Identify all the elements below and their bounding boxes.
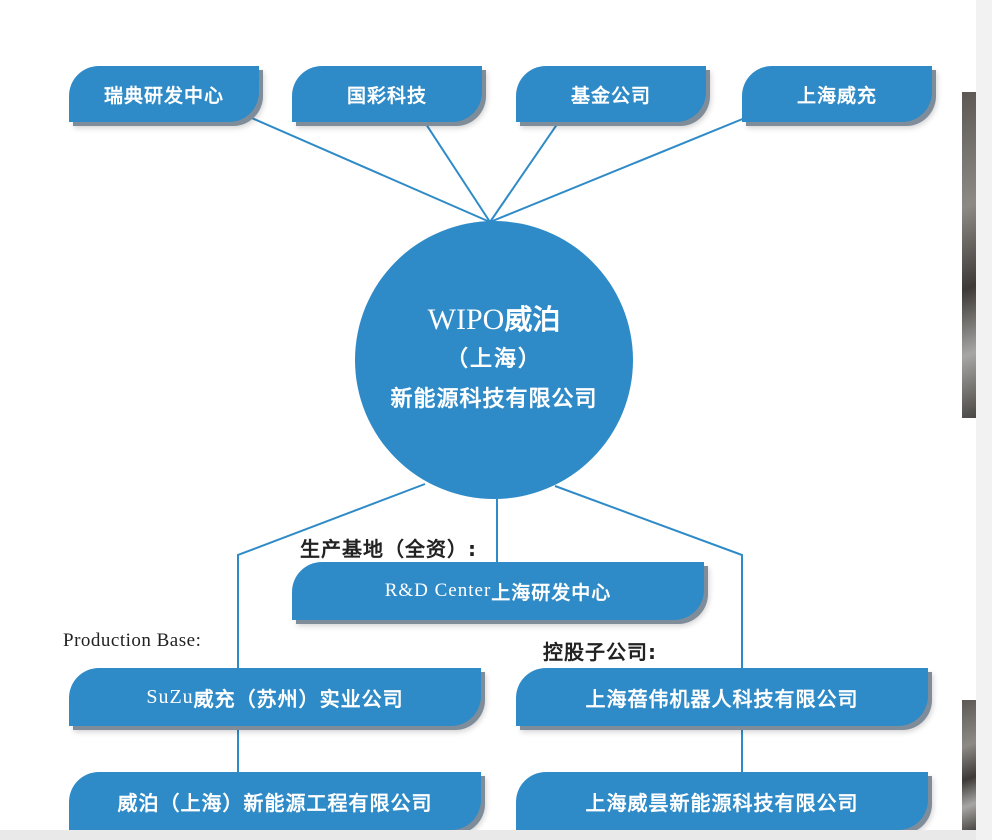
node-rd-center-latin: R&D Center [384,580,492,601]
node-beiwei-robotics: 上海蓓伟机器人科技有限公司 [516,668,928,726]
node-weibo-engineering-label: 威泊（上海）新能源工程有限公司 [117,790,433,815]
connector-center-production [237,483,426,772]
node-shanghai-weichong-label: 上海威充 [796,84,877,107]
production-base-cn-label: 生产基地（全资）: [300,537,477,561]
center-company-name: 新能源科技有限公司 [390,387,598,412]
node-weibo-engineering: 威泊（上海）新能源工程有限公司 [69,772,481,830]
connector-top-2 [421,117,491,223]
node-beiwei-robotics-label: 上海蓓伟机器人科技有限公司 [585,686,859,711]
node-suzhou-industrial-latin: SuZu [146,685,194,708]
right-edge-strip [976,0,992,840]
connector-top-1 [237,111,491,223]
center-title-cn: 威泊 [504,303,561,336]
node-sweden-rd-label: 瑞典研发中心 [103,84,224,107]
center-title: WIPO威泊 [428,300,561,340]
center-region: （上海） [445,347,542,372]
connector-top-4 [489,117,746,223]
node-guocai-tech: 国彩科技 [292,66,482,122]
bottom-edge-strip [0,830,976,840]
side-photo-bottom [962,700,976,830]
production-base-en-label: Production Base: [63,630,202,651]
node-guocai-tech-label: 国彩科技 [346,84,427,107]
node-shanghai-weichong: 上海威充 [742,66,932,122]
center-title-latin: WIPO [427,303,505,336]
node-weitan-energy: 上海威昙新能源科技有限公司 [516,772,928,830]
node-fund-company-label: 基金公司 [570,84,651,107]
side-photo-top [962,92,976,418]
node-rd-center-cn: 上海研发中心 [491,581,612,604]
node-fund-company: 基金公司 [516,66,706,122]
node-weitan-energy-label: 上海威昙新能源科技有限公司 [585,790,859,815]
node-suzhou-industrial-cn: 威充（苏州）实业公司 [193,686,404,711]
connector-top-3 [489,119,561,223]
center-company-node: WIPO威泊 （上海） 新能源科技有限公司 [355,221,633,499]
node-sweden-rd: 瑞典研发中心 [69,66,259,122]
connector-center-holding [554,485,743,772]
holding-subsidiaries-label: 控股子公司: [543,640,657,664]
